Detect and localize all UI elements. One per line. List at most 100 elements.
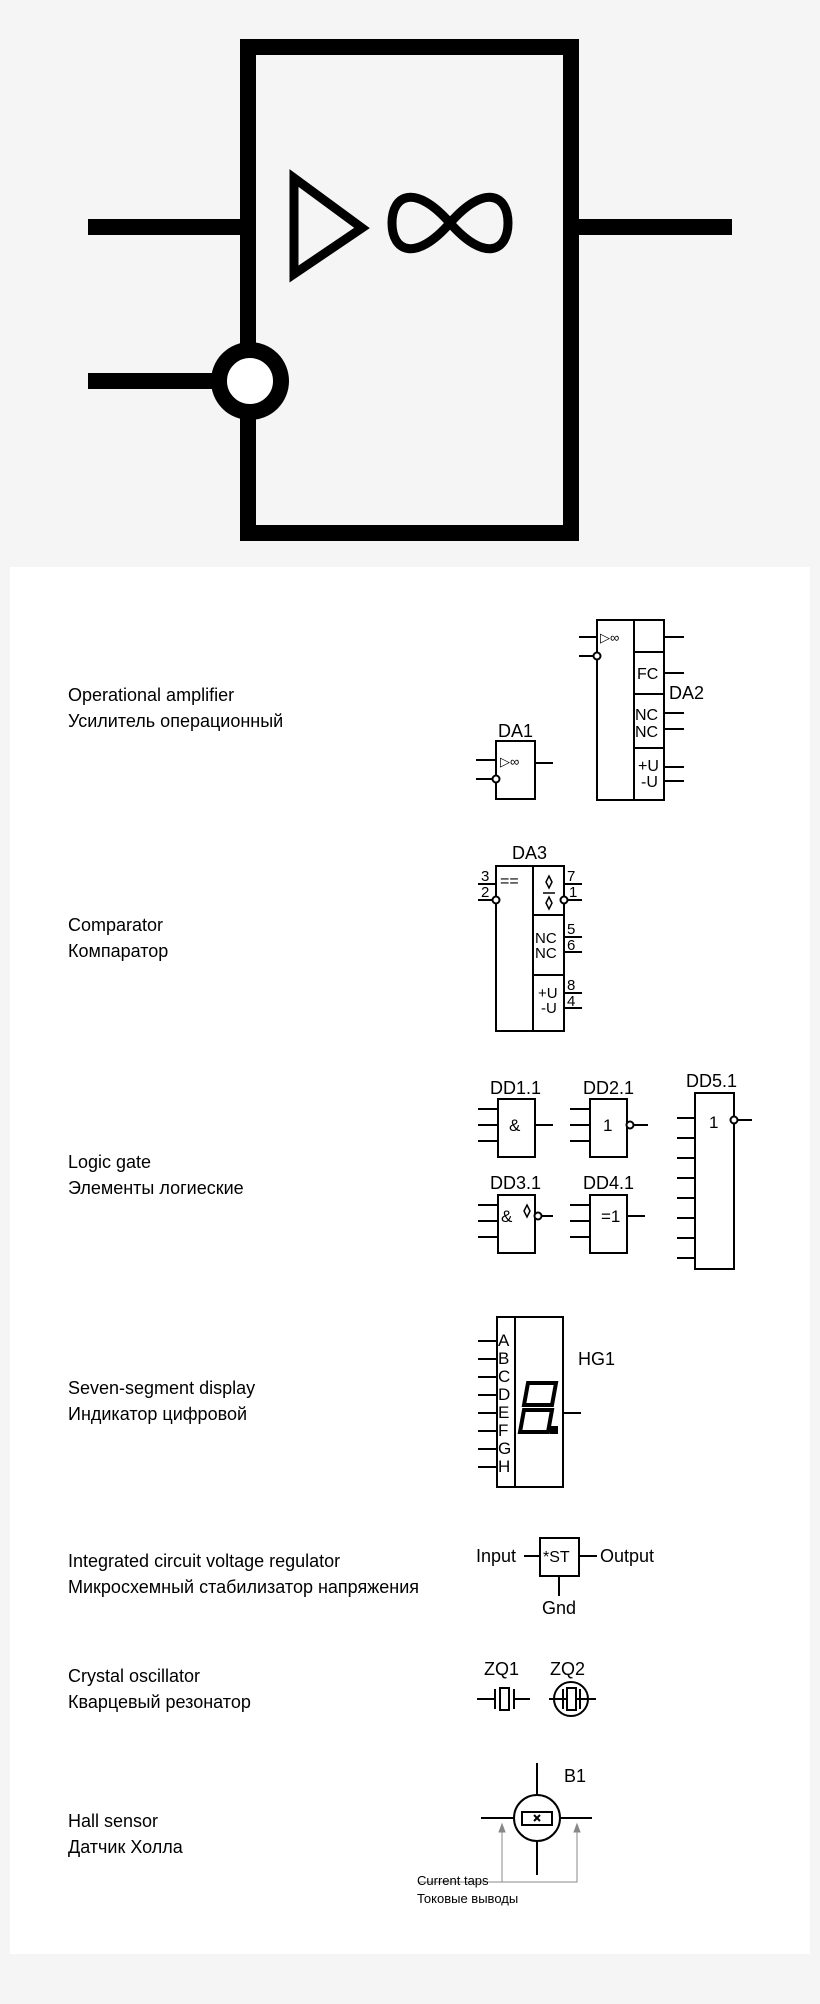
dd51-inversion-circle [729, 1115, 739, 1125]
da3-output-control-icon [543, 874, 555, 911]
da1-opamp-symbol: ▷∞ [500, 754, 519, 769]
da3-pin-label-6: 6 [567, 937, 575, 954]
large-opamp-infinity-icon [387, 192, 513, 254]
da1-symbol [476, 740, 553, 800]
regulator-st-label: *ST [543, 1549, 570, 1566]
zq1-ref: ZQ1 [484, 1659, 519, 1679]
dd31-symbol [478, 1194, 553, 1254]
large-opamp-symbol [88, 39, 732, 541]
zq1-crystal-symbol [477, 1687, 530, 1711]
hg1-pin-label-b: B [498, 1349, 509, 1368]
zq1-quartz [499, 1687, 510, 1711]
dd41-symbol [570, 1194, 645, 1254]
hg1-pin-label-f: F [498, 1421, 508, 1440]
da3-pin-label-8: 8 [567, 977, 575, 994]
current-taps-arrow-right [573, 1822, 581, 1833]
zq2-crystal-symbol [549, 1681, 596, 1717]
dd21-ref: DD2.1 [583, 1078, 634, 1098]
dd11-function: & [509, 1116, 521, 1135]
dd41-function: =1 [601, 1207, 620, 1226]
da3-inversion-circle-left [491, 895, 501, 905]
b1-cross-2 [533, 1814, 541, 1822]
da3-nc-1: NC [535, 930, 557, 947]
hg1-symbol [478, 1316, 581, 1488]
da3-plus-u: +U [538, 985, 558, 1002]
current-taps-pointer [418, 1822, 581, 1883]
hall-label-ru: Датчик Холла [68, 1837, 184, 1857]
large-opamp-inversion-circle [211, 342, 289, 420]
regulator-label-en: Integrated circuit voltage regulator [68, 1551, 340, 1571]
dd31-box [497, 1194, 536, 1254]
da3-symbol [478, 865, 582, 1032]
zq2-ref: ZQ2 [550, 1659, 585, 1679]
b1-ref: B1 [564, 1766, 586, 1786]
da3-box [495, 865, 565, 1032]
da2-ref: DA2 [669, 683, 704, 703]
dd31-inversion-circle [533, 1211, 543, 1221]
hg1-pin-label-g: G [498, 1439, 511, 1458]
current-taps-pointer-right [502, 1826, 578, 1883]
da3-pin-label-3: 3 [481, 868, 489, 885]
crystal-label-en: Crystal oscillator [68, 1666, 200, 1686]
da1-ref: DA1 [498, 721, 533, 741]
da3-ref: DA3 [512, 843, 547, 863]
da3-nc-2: NC [535, 945, 557, 962]
dd51-function: 1 [709, 1113, 718, 1132]
display-label-ru: Индикатор цифровой [68, 1404, 247, 1424]
b1-hall-sensor-symbol [481, 1763, 592, 1875]
hg1-pin-label-d: D [498, 1385, 510, 1404]
current-taps-arrow-left [498, 1822, 506, 1833]
regulator-input-label: Input [476, 1546, 516, 1566]
da2-symbol [579, 619, 684, 801]
dd21-symbol [570, 1098, 648, 1158]
current-taps-label-en: Current taps [417, 1873, 489, 1888]
da2-fc: FC [637, 666, 658, 683]
regulator-gnd-label: Gnd [542, 1598, 576, 1618]
hg1-pin-label-e: E [498, 1403, 509, 1422]
da2-plus-u: +U [638, 758, 659, 775]
da2-box [596, 619, 665, 801]
large-opamp-box [240, 39, 579, 541]
content-panel [10, 567, 810, 1954]
hg1-box [496, 1316, 564, 1488]
display-label-en: Seven-segment display [68, 1378, 255, 1398]
dd41-ref: DD4.1 [583, 1173, 634, 1193]
dd21-function: 1 [603, 1116, 612, 1135]
current-taps-label-ru: Токовые выводы [417, 1891, 518, 1906]
crystal-label-ru: Кварцевый резонатор [68, 1692, 251, 1712]
hg1-ref: HG1 [578, 1349, 615, 1369]
hg1-digit-dot [550, 1426, 558, 1434]
da3-pin-label-7: 7 [567, 868, 575, 885]
zq2-housing [553, 1681, 589, 1717]
da3-inversion-circle-right [559, 895, 569, 905]
dd11-symbol [478, 1098, 553, 1158]
hg1-digit-icon [517, 1381, 559, 1434]
da3-pin-label-5: 5 [567, 921, 575, 938]
da2-nc-1: NC [635, 707, 658, 724]
logic-label-en: Logic gate [68, 1152, 151, 1172]
hg1-pin-label-c: C [498, 1367, 510, 1386]
dd31-ref: DD3.1 [490, 1173, 541, 1193]
comparator-label-en: Comparator [68, 915, 163, 935]
da3-pin-label-1: 1 [569, 884, 577, 901]
opamp-label-en: Operational amplifier [68, 685, 234, 705]
dd51-symbol [677, 1092, 752, 1270]
hall-label-en: Hall sensor [68, 1811, 158, 1831]
regulator-label-ru: Микросхемный стабилизатор напряжения [68, 1577, 419, 1597]
dd31-function: & [501, 1207, 513, 1226]
da2-inversion-circle [592, 651, 602, 661]
da3-comparator-symbol: == [500, 873, 519, 890]
dd41-box [589, 1194, 628, 1254]
da3-pin-label-4: 4 [567, 993, 575, 1010]
hg1-pin-label-h: H [498, 1457, 510, 1476]
dd31-open-collector-icon [523, 1203, 531, 1219]
da2-minus-u: -U [641, 774, 658, 791]
dd21-inversion-circle [625, 1120, 635, 1130]
dd51-box [694, 1092, 735, 1270]
da3-pin-label-2: 2 [481, 884, 489, 901]
dd11-box [497, 1098, 536, 1158]
da2-opamp-symbol: ▷∞ [600, 630, 619, 645]
zq2-quartz [566, 1687, 577, 1711]
dd11-ref: DD1.1 [490, 1078, 541, 1098]
